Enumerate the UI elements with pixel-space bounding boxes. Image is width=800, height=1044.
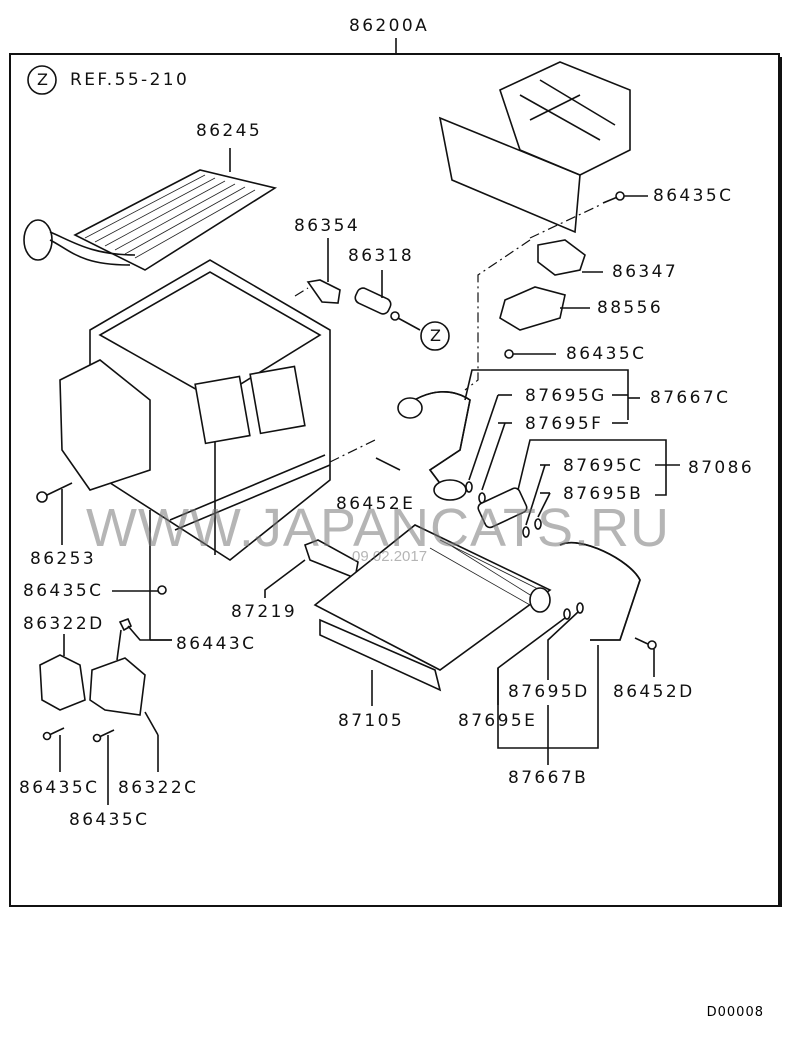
callout-86245[interactable]: 86245 [196,121,263,141]
screw-86435C-mid [504,349,514,359]
drawing-code: D00008 [706,1005,764,1020]
heater-core-87105 [313,524,552,692]
screw-86435C-bc [92,729,115,743]
actuator-86322D [39,654,86,711]
callout-86435C-bottom-left[interactable]: 86435C [19,778,100,798]
heater-unit-case [59,259,331,561]
callout-86452D[interactable]: 86452D [613,682,695,702]
callout-86435C-top[interactable]: 86435C [653,186,734,206]
lever-86443C [116,617,133,661]
callout-87695D[interactable]: 87695D [508,682,590,702]
pipe-87667B [559,541,641,641]
callout-86452E[interactable]: 86452E [336,494,416,514]
callout-86322D[interactable]: 86322D [23,614,105,634]
callout-87667B[interactable]: 87667B [508,768,589,788]
callout-87086[interactable]: 87086 [688,458,755,478]
callout-86443C[interactable]: 86443C [176,634,257,654]
part-86347 [537,239,586,276]
callout-86322C[interactable]: 86322C [118,778,199,798]
callout-86435C-mid[interactable]: 86435C [566,344,647,364]
callout-87695C[interactable]: 87695C [563,456,644,476]
callout-87695F[interactable]: 87695F [525,414,604,434]
callout-87695G[interactable]: 87695G [525,386,607,406]
part-86318 [354,287,400,321]
reference-marker-2: Z [430,326,444,345]
callout-86435C-left[interactable]: 86435C [23,581,104,601]
screw-86452D [634,637,657,650]
callout-87667C[interactable]: 87667C [650,388,731,408]
callout-87105[interactable]: 87105 [338,711,405,731]
bolt-86253 [36,482,73,503]
callout-86347[interactable]: 86347 [612,262,679,282]
reference-marker: Z [37,70,51,89]
callout-87219[interactable]: 87219 [231,602,298,622]
part-88556 [499,286,566,331]
assembly-label[interactable]: 86200A [349,16,430,36]
callout-86354[interactable]: 86354 [294,216,361,236]
evaporator-core [23,148,278,271]
part-87219 [303,539,359,580]
part-87086 [477,487,528,529]
part-86354 [306,279,341,304]
callout-88556[interactable]: 88556 [597,298,664,318]
reference-text[interactable]: REF.55-210 [70,70,190,90]
callout-86435C-bottom-center[interactable]: 86435C [69,810,150,830]
screw-86435C-top [602,191,648,204]
callout-86318[interactable]: 86318 [348,246,415,266]
reference-marker-circle [27,65,57,95]
actuator-86322C [89,657,146,716]
diagram-frame [9,53,782,907]
callout-87695B[interactable]: 87695B [563,484,644,504]
screw-86435C-bl [42,727,65,741]
callout-86253[interactable]: 86253 [30,549,97,569]
air-duct [438,61,631,234]
reference-marker-circle-2 [420,321,450,351]
callout-87695E[interactable]: 87695E [458,711,538,731]
